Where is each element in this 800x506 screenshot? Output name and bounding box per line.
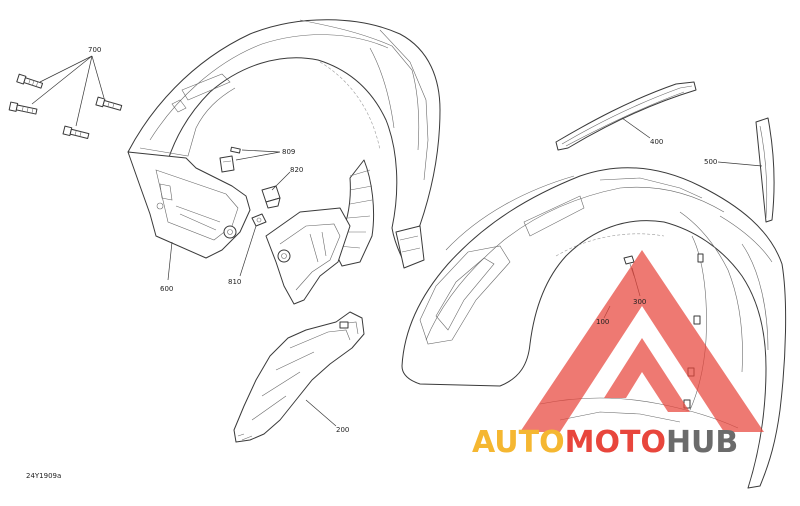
mudflap-200 (233, 311, 365, 443)
callout-809: 809 (282, 148, 295, 156)
callout-300: 300 (633, 298, 646, 306)
callout-200: 200 (336, 426, 349, 434)
bolt-icon (95, 96, 123, 111)
bolt-icon (8, 101, 38, 115)
leader-600 (167, 241, 173, 281)
watermark-word-hub: HUB (666, 425, 738, 460)
left-fender-600 (127, 19, 441, 305)
callout-820: 820 (290, 166, 303, 174)
clip-809 (219, 146, 281, 173)
callout-100: 100 (596, 318, 609, 326)
watermark-word-moto: MOTO (565, 425, 666, 460)
callout-500: 500 (704, 158, 717, 166)
logo-triangle-icon (520, 250, 764, 432)
bolt-icon (62, 125, 90, 139)
watermark-text: AUTOMOTOHUB (472, 425, 738, 460)
callout-700: 700 (88, 46, 101, 54)
panel-500 (717, 117, 775, 223)
figure-reference: 24Y1909a (26, 472, 61, 480)
bolt-group-700 (8, 55, 123, 139)
watermark-logo (520, 250, 764, 432)
nut-810 (239, 213, 267, 277)
trim-strip-400 (555, 81, 697, 151)
retainer-820 (261, 171, 291, 209)
logo-inner-triangle-icon (604, 338, 690, 412)
watermark-word-auto: AUTO (472, 425, 565, 460)
callout-600: 600 (160, 285, 173, 293)
callout-400: 400 (650, 138, 663, 146)
bolt-icon (16, 73, 44, 89)
callout-810: 810 (228, 278, 241, 286)
